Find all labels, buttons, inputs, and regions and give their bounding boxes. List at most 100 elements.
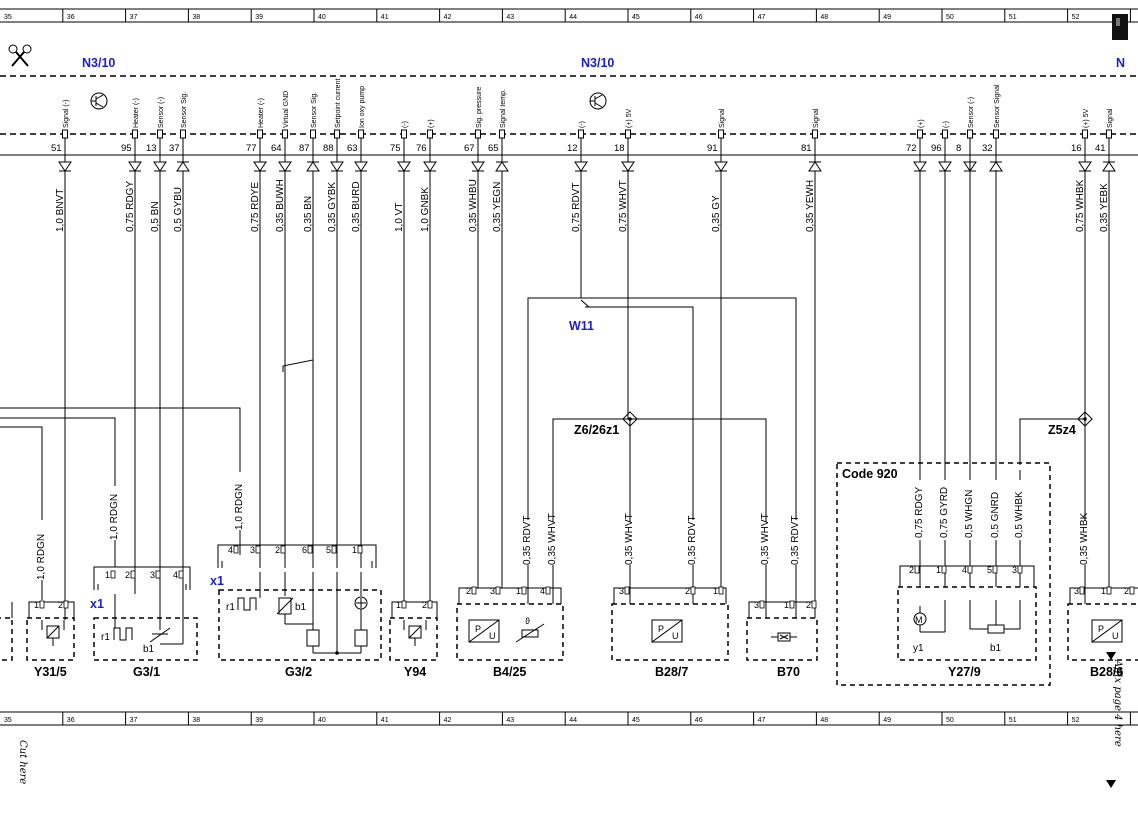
- b28-7-internals: P U: [651, 619, 683, 643]
- wire-label-y279_c: 0,5 WHGN: [964, 490, 975, 538]
- connector-pin-number: 3: [1012, 565, 1017, 575]
- grid-number-top: 51: [1009, 14, 1017, 21]
- pin-number-51: 51: [51, 143, 62, 154]
- connector-pin-number: 1: [352, 545, 357, 555]
- pin-number-18: 18: [614, 143, 625, 154]
- wire-label-b70_b: 0,35 RDVT: [790, 516, 801, 565]
- component-b28-7: B28/7: [655, 665, 688, 679]
- connector-pin-number: 2: [806, 600, 811, 610]
- svg-text:ϑ: ϑ: [525, 616, 530, 626]
- page-corner-marker-icon: [1112, 14, 1128, 40]
- pin-number-65: 65: [488, 143, 499, 154]
- grid-number-top: 36: [67, 14, 75, 21]
- connector-pin-number: 3: [1074, 586, 1079, 596]
- pin-76: (+)761,0 GNBK: [416, 119, 437, 602]
- wire-color-77: 0,75 RDYE: [250, 182, 261, 232]
- connector-pin-number: 1: [936, 565, 941, 575]
- connector-pin-number: 1: [516, 586, 521, 596]
- g3-2-internals: r1 b1: [226, 572, 368, 655]
- wire-color-41: 0,35 YEBK: [1099, 183, 1110, 232]
- pin-12: (-)120,75 RDVT: [567, 121, 588, 298]
- b4-25-internals: P U ϑ: [468, 616, 545, 643]
- connector-pin-number: 1: [1101, 586, 1106, 596]
- pin-number-88: 88: [323, 143, 334, 154]
- wire-color-81: 0,35 YEWH: [805, 180, 816, 232]
- connector-pin-number: 2: [909, 565, 914, 575]
- n3-10-label-mid: N3/10: [581, 56, 614, 70]
- grid-number-bot: 41: [381, 717, 389, 724]
- pin-51: Signal (-)511,0 BNVT: [51, 100, 72, 620]
- component-boxes: [0, 586, 1138, 661]
- pin-number-8: 8: [956, 143, 961, 154]
- wire-label-lower_g31: 1,0 RDGN: [109, 494, 120, 540]
- grid-number-bot: 46: [695, 717, 703, 724]
- pin-function-96: (-): [943, 121, 950, 128]
- wire-color-37: 0,5 GYBU: [173, 187, 184, 232]
- pin-function-87: Sensor Sig.: [311, 92, 318, 128]
- splice-w11-label: W11: [569, 319, 594, 333]
- wire-label-y279_d: 0,5 GNRD: [990, 492, 1001, 538]
- wire-color-16: 0,75 WHBK: [1075, 179, 1086, 232]
- grid-number-bot: 48: [820, 717, 828, 724]
- component-y27-9: Y27/9: [948, 665, 981, 679]
- component-g3-2: G3/2: [285, 665, 312, 679]
- connector-pin-number: 1: [784, 600, 789, 610]
- connector-pin-number: 3: [490, 586, 495, 596]
- wire-label-y279_a: 0,75 RDGY: [914, 487, 925, 538]
- wire-color-91: 0,35 GY: [711, 195, 722, 232]
- connector-pin-number: 4: [228, 545, 233, 555]
- pin-65: Signal temp.650,35 YEGN: [488, 89, 509, 588]
- pin-number-95: 95: [121, 143, 132, 154]
- pin-function-91: Signal: [719, 108, 726, 128]
- svg-text:P: P: [1098, 624, 1104, 634]
- wire-label-b287_b: 0,35 RDVT: [687, 516, 698, 565]
- pin-number-64: 64: [271, 143, 282, 154]
- grid-number-top: 40: [318, 14, 326, 21]
- svg-text:U: U: [672, 631, 679, 641]
- wire-label-b287_a: 0,35 WHVT: [624, 513, 635, 565]
- component-g3-1: G3/1: [133, 665, 160, 679]
- connector-x1-label-a: x1: [90, 597, 104, 611]
- pin-function-41: Signal: [1107, 108, 1114, 128]
- cut-here-text: Cut here: [17, 740, 28, 784]
- connector-pin-number: 5: [326, 545, 331, 555]
- wire-label-b286_a: 0,35 WHBK: [1079, 512, 1090, 565]
- pin-function-77: Heater (-): [258, 98, 265, 128]
- splice-z5-icon: [1077, 411, 1093, 427]
- wire-color-63: 0,35 BURD: [351, 181, 362, 232]
- connector-x1-label-b: x1: [210, 574, 224, 588]
- grid-number-top: 45: [632, 14, 640, 21]
- connector-pin-number: 4: [962, 565, 967, 575]
- grid-number-bot: 37: [130, 717, 138, 724]
- grid-number-bot: 44: [569, 717, 577, 724]
- y27-y1-label: y1: [913, 643, 924, 654]
- code-920-label: Code 920: [842, 467, 898, 481]
- pin-number-76: 76: [416, 143, 427, 154]
- grid-number-top: 52: [1072, 14, 1080, 21]
- grid-number-top: 39: [255, 14, 263, 21]
- pin-function-16: (+) 5V: [1083, 108, 1090, 128]
- splice-z5-label: Z5z4: [1048, 423, 1076, 437]
- pin-function-88: Setpoint current: [335, 79, 342, 128]
- pin-function-76: (+): [428, 119, 435, 128]
- wire-color-67: 0,35 WHBU: [468, 179, 479, 232]
- grid-number-top: 43: [506, 14, 514, 21]
- wire-color-51: 1,0 BNVT: [55, 189, 66, 232]
- grid-number-bot: 39: [255, 717, 263, 724]
- grid-number-top: 46: [695, 14, 703, 21]
- grid-number-bot: 42: [444, 717, 452, 724]
- wire-label-b425_a: 0,35 RDVT: [522, 516, 533, 565]
- component-b70: B70: [777, 665, 800, 679]
- connector-pin-number: 3: [150, 570, 155, 580]
- transistor-icon: [90, 92, 108, 110]
- connector-pin-number: 2: [685, 586, 690, 596]
- pin-function-63: Ion oxy pump: [359, 86, 366, 128]
